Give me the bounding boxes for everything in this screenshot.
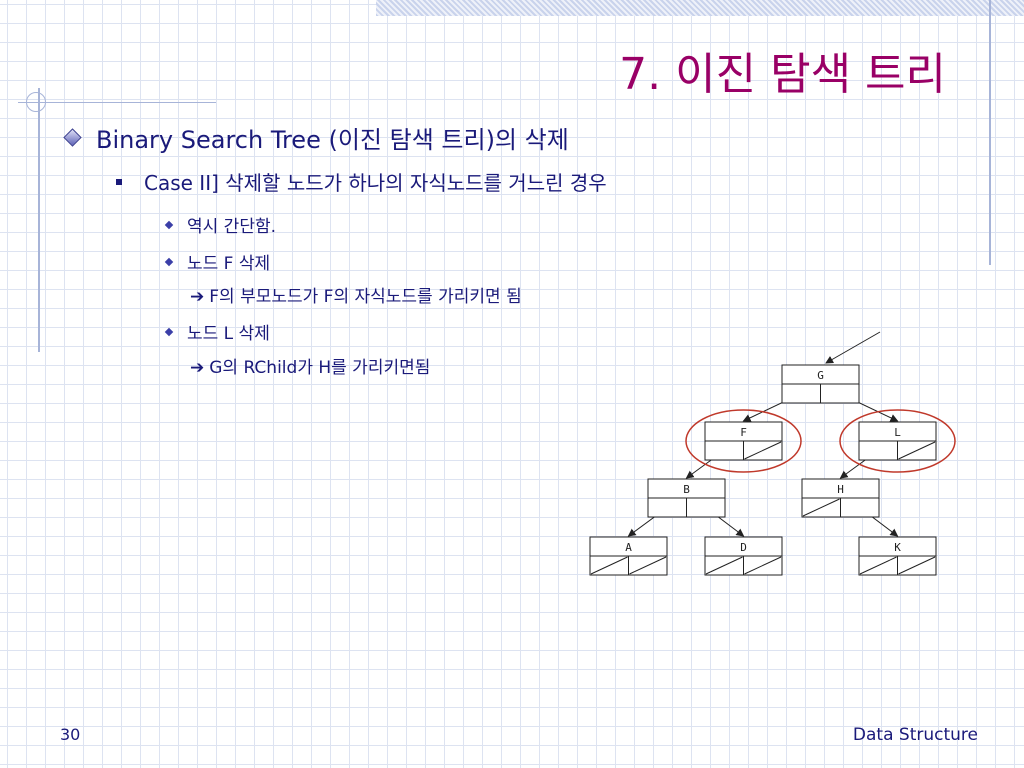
arrow-note: ➔F의 부모노드가 F의 자식노드를 가리키면 됨 — [190, 282, 522, 307]
null-pointer-H-left — [802, 498, 840, 517]
node-label-A: A — [625, 541, 632, 554]
null-pointer-A-left — [590, 556, 628, 575]
arrow-note-text: G의 RChild가 H를 가리키면됨 — [209, 358, 431, 378]
left-decorative-line — [38, 88, 40, 352]
node-label-D: D — [740, 541, 747, 554]
node-label-B: B — [683, 483, 690, 496]
bullet-text: 노드 L 삭제 — [187, 324, 270, 344]
bullet-text: 노드 F 삭제 — [187, 254, 271, 274]
bullet-level1: Binary Search Tree (이진 탐색 트리)의 삭제 — [63, 120, 569, 155]
bullet-level2: Case II] 삭제할 노드가 하나의 자식노드를 거느린 경우 — [116, 167, 607, 196]
square-bullet-icon — [116, 178, 122, 185]
right-decorative-line — [989, 0, 991, 265]
title-decorative-line — [18, 102, 216, 103]
node-label-L: L — [894, 426, 901, 439]
null-pointer-D-right — [744, 556, 782, 575]
null-pointer-L-right — [898, 441, 936, 460]
node-label-G: G — [817, 369, 824, 382]
top-decorative-band — [376, 0, 1024, 16]
arrow-note-text: F의 부모노드가 F의 자식노드를 가리키면 됨 — [209, 287, 522, 307]
footer-text: Data Structure — [852, 725, 978, 745]
bullet-level3: 역시 간단함. — [164, 212, 277, 237]
node-label-H: H — [837, 483, 844, 496]
right-arrow-icon: ➔ — [190, 358, 205, 378]
root-pointer-arrow — [825, 331, 881, 364]
highlight-circle-F — [685, 409, 802, 473]
bullet-level3: 노드 F 삭제 — [164, 249, 271, 274]
bullet-text: Case II] 삭제할 노드가 하나의 자식노드를 거느린 경우 — [144, 171, 607, 195]
highlight-circle-L — [839, 409, 956, 473]
node-label-F: F — [740, 426, 747, 439]
null-pointer-K-left — [859, 556, 897, 575]
arrow-note: ➔G의 RChild가 H를 가리키면됨 — [190, 353, 430, 378]
null-pointer-K-right — [898, 556, 936, 575]
node-label-K: K — [894, 541, 901, 554]
slide-title: 7. 이진 탐색 트리 — [619, 49, 946, 100]
page-number: 30 — [60, 725, 81, 744]
decorative-circle — [26, 92, 46, 112]
null-pointer-F-right — [744, 441, 782, 460]
null-pointer-A-right — [629, 556, 667, 575]
bullet-level3: 노드 L 삭제 — [164, 319, 270, 344]
null-pointer-D-left — [705, 556, 743, 575]
bullet-text: 역시 간단함. — [187, 217, 277, 237]
right-arrow-icon: ➔ — [190, 287, 205, 307]
bullet-text: Binary Search Tree (이진 탐색 트리)의 삭제 — [96, 126, 569, 154]
